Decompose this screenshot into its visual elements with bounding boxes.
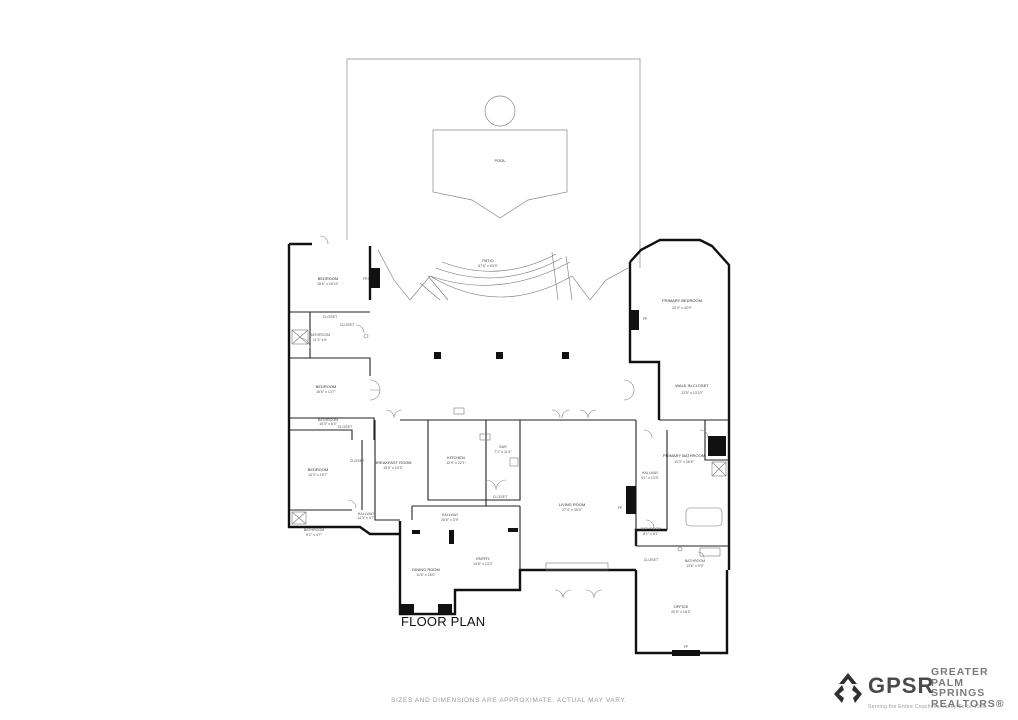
- logo-wordmark: GREATER PALM SPRINGS REALTORS®: [931, 667, 1013, 709]
- hallway-3-label: HALLWAY: [642, 471, 659, 475]
- logo-tagline: Serving the Entire Coachella Valley Sinc…: [868, 704, 987, 710]
- gpsr-logo: GPSR GREATER PALM SPRINGS REALTORS® Serv…: [828, 662, 1013, 714]
- disclaimer-text: SIZES AND DIMENSIONS ARE APPROXIMATE, AC…: [391, 697, 627, 704]
- fireplace-primary-label: FP: [643, 317, 648, 321]
- entry-dim: 14'6" x 13'3": [473, 562, 493, 566]
- bathroom-5-label: BATHROOM: [685, 559, 706, 563]
- logo-line-3: REALTORS®: [931, 697, 1005, 710]
- solid-blocks: [370, 268, 726, 656]
- bedroom-3-dim: 14'3" x 19'7": [308, 473, 328, 477]
- closet-5-label: CLOSET: [493, 495, 508, 499]
- fireplace-living-label: FP: [618, 506, 623, 510]
- bedroom-2-dim: 16'6" x 13'7": [316, 390, 336, 394]
- bathroom-3-dim: 9'1" x 4'7": [306, 533, 322, 537]
- bathroom-2-label: BATHROOM: [318, 418, 339, 422]
- closet-4-label: CLOSET: [350, 459, 365, 463]
- hallway-1-dim: 14'3" x 4'7": [357, 516, 375, 520]
- logo-line-1: GREATER: [931, 666, 989, 678]
- closet-1-label: CLOSET: [323, 315, 338, 319]
- primary-bedroom-dim: 22'4" x 42'9": [672, 306, 692, 310]
- bathroom-3-label: BATHROOM: [304, 528, 325, 532]
- walkin-closet-label: WALK IN CLOSET: [675, 383, 709, 388]
- patio-steps: [377, 249, 629, 301]
- primary-bath-label: PRIMARY BATHROOM: [663, 453, 705, 458]
- walkin-closet-dim: 13'5" x 13'10": [681, 391, 703, 395]
- patio-dim: 67'6" x 63'9": [478, 264, 498, 268]
- room-labels: POOL PATIO 67'6" x 63'9" BEDROOM 18'6" x…: [304, 158, 710, 649]
- fireplace-office-label: FP: [684, 645, 689, 649]
- bedroom-1-dim: 18'6" x 16'10": [317, 282, 339, 286]
- hallway-1-label: HALLWAY: [358, 512, 375, 516]
- bathroom-2-dim: 10'3" x 6'4": [319, 422, 337, 426]
- bar-label: BAR: [499, 445, 507, 449]
- office-label: OFFICE: [674, 604, 689, 609]
- door-swings: [299, 235, 709, 599]
- bedroom-1-label: BEDROOM: [318, 276, 339, 281]
- logo-line-2: PALM SPRINGS: [931, 676, 986, 699]
- patio-label: PATIO: [482, 258, 493, 263]
- bathroom-5-dim: 13'6" x 9'3": [686, 564, 704, 568]
- fireplace-1-label: FP3: [363, 277, 370, 281]
- bedroom-3-label: BEDROOM: [308, 467, 329, 472]
- bar-dim: 7'1" x 11'4": [494, 450, 512, 454]
- entry-label: ENTRY: [476, 556, 490, 561]
- bathroom-1-label: BATHROOM: [310, 333, 331, 337]
- fixtures: [291, 329, 727, 571]
- bathroom-4-dim: 8'1" x 8'1": [643, 532, 659, 536]
- office-dim: 20'9" x 16'3": [671, 610, 691, 614]
- interior-walls: [289, 311, 729, 570]
- kitchen-label: KITCHEN: [447, 455, 465, 460]
- bathroom-1-dim: 11'3" x 6': [313, 338, 327, 342]
- breakfast-dim: 15'9" x 19'3": [383, 466, 403, 470]
- hallway-2-label: HALLWAY: [442, 513, 459, 517]
- bedroom-2-label: BEDROOM: [316, 384, 337, 389]
- primary-bedroom-label: PRIMARY BEDROOM: [662, 298, 702, 303]
- dining-label: DINING ROOM: [412, 567, 440, 572]
- dining-dim: 11'6" x 16'0": [416, 573, 436, 577]
- living-dim: 27'4" x 35'5": [562, 508, 582, 512]
- recycle-logo-icon: [834, 673, 862, 703]
- hallway-2-dim: 26'5" x 3'9": [441, 518, 459, 522]
- pool-outline: [432, 129, 568, 219]
- pool-label: POOL: [494, 158, 506, 163]
- closet-2-label: CLOSET: [340, 323, 355, 327]
- living-label: LIVING ROOM: [559, 502, 586, 507]
- logo-acronym: GPSR: [868, 673, 935, 698]
- hallway-3-dim: 4'1" x 13'3": [641, 476, 659, 480]
- bathroom-4-label: BATHROOM: [641, 527, 662, 531]
- pool-area: [346, 58, 641, 268]
- spa-circle: [484, 95, 516, 127]
- closet-3-label: CLOSET: [338, 425, 353, 429]
- primary-bath-dim: 13'3" x 26'6": [674, 460, 694, 464]
- plan-title: FLOOR PLAN: [401, 614, 486, 629]
- closet-6-label: CLOSET: [644, 558, 659, 562]
- breakfast-label: BREAKFAST ROOM: [374, 460, 411, 465]
- kitchen-dim: 12'9" x 22'1": [446, 461, 466, 465]
